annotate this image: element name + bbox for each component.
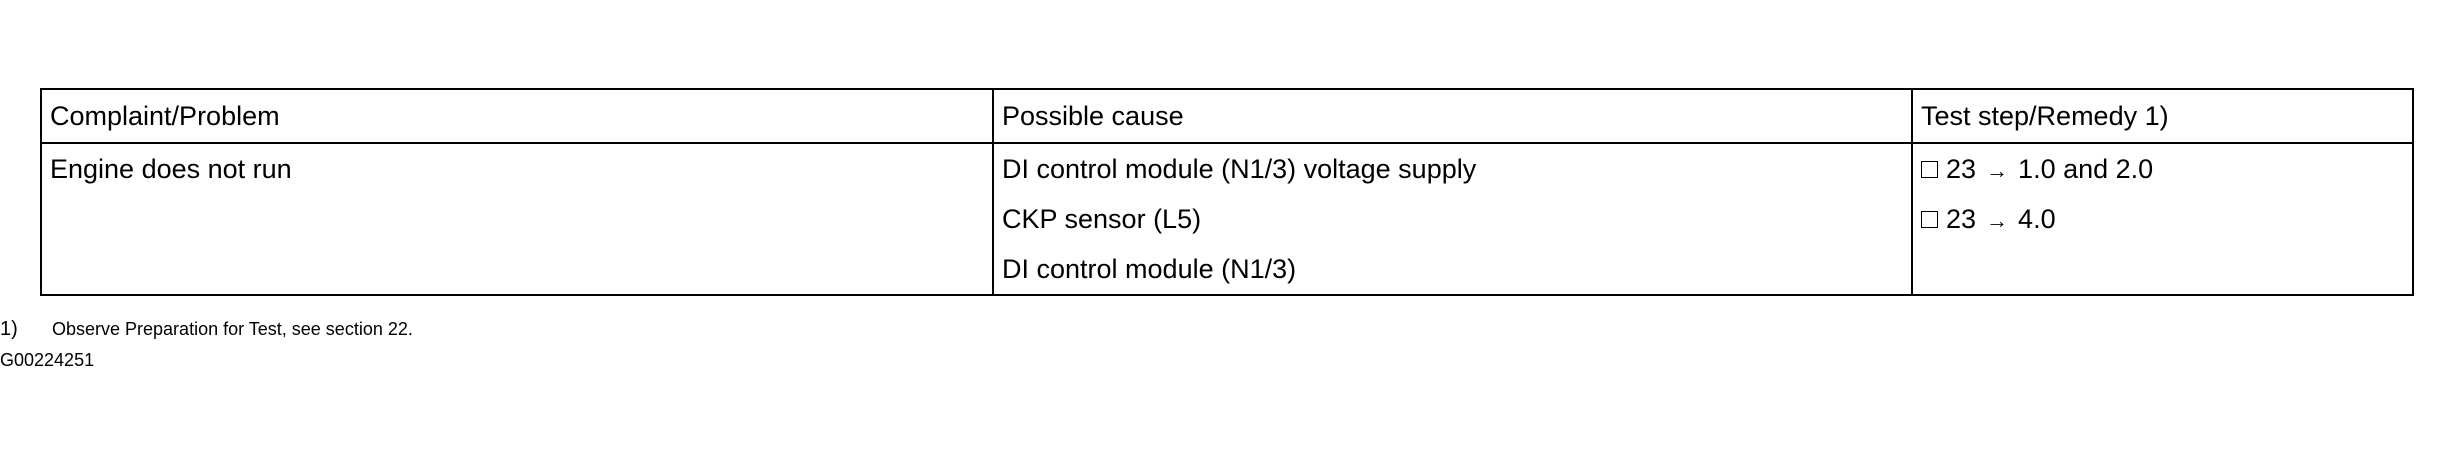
test-step-action: 1.0 and 2.0 [2018,154,2154,184]
cause-item: DI control module (N1/3) voltage supply [1002,154,1477,184]
table-row: Engine does not run DI control module (N… [40,142,2414,296]
cause-item: DI control module (N1/3) [1002,254,1297,284]
test-step-item[interactable]: 23 → 1.0 and 2.0 [1921,144,2404,194]
test-step-cell: 23 → 1.0 and 2.0 23 → 4.0 [1911,142,2414,296]
complaint-cell: Engine does not run [40,142,994,296]
header-complaint: Complaint/Problem [40,88,994,144]
arrow-right-icon: → [1986,158,2009,183]
table-header-row: Complaint/Problem Possible cause Test st… [40,88,2414,144]
diagnosis-table-wrapper: Complaint/Problem Possible cause Test st… [40,88,2414,296]
header-test-step: Test step/Remedy 1) [1911,88,2414,144]
cause-cell: DI control module (N1/3) voltage supply … [992,142,1913,296]
footnote: 1) Observe Preparation for Test, see sect… [0,318,413,341]
cause-item: CKP sensor (L5) [1002,204,1202,234]
document-id: G00224251 [0,350,95,370]
test-step-ref: 23 [1946,154,1977,184]
checkbox-icon [1921,211,1938,228]
test-step-ref: 23 [1946,204,1977,234]
footnote-number: 1) [0,318,18,340]
header-possible-cause: Possible cause [992,88,1913,144]
test-step-action: 4.0 [2018,204,2056,234]
footnote-text: Observe Preparation for Test, see sectio… [52,319,413,339]
checkbox-icon [1921,161,1938,178]
diagnosis-table: Complaint/Problem Possible cause Test st… [40,88,2414,296]
arrow-right-icon: → [1986,208,2009,233]
test-step-item[interactable]: 23 → 4.0 [1921,194,2404,244]
